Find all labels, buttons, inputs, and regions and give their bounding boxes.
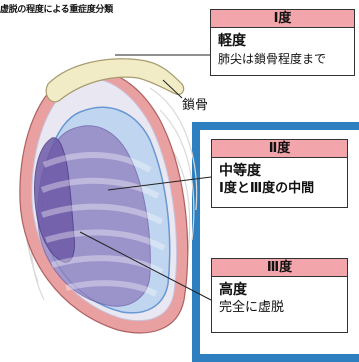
grade-1-header: Ⅰ度 <box>211 10 354 28</box>
grade-3-box: Ⅲ度 高度 完全に虚脱 <box>211 258 348 333</box>
grade-1-desc: 肺尖は鎖骨程度まで <box>211 50 354 67</box>
grade-2-header: Ⅱ度 <box>212 140 347 158</box>
grade-1-name: 軽度 <box>211 28 354 50</box>
grade-2-desc: Ⅰ度とⅢ度の中間 <box>212 180 347 197</box>
grade-3-desc: 完全に虚脱 <box>212 299 347 316</box>
grade-2-box: Ⅱ度 中等度 Ⅰ度とⅢ度の中間 <box>211 139 348 208</box>
grade-1-box: Ⅰ度 軽度 肺尖は鎖骨程度まで <box>210 9 355 76</box>
grade-3-header: Ⅲ度 <box>212 259 347 277</box>
clavicle-label: 鎖骨 <box>182 94 208 113</box>
grade-3-name: 高度 <box>212 277 347 299</box>
grade-2-name: 中等度 <box>212 158 347 180</box>
